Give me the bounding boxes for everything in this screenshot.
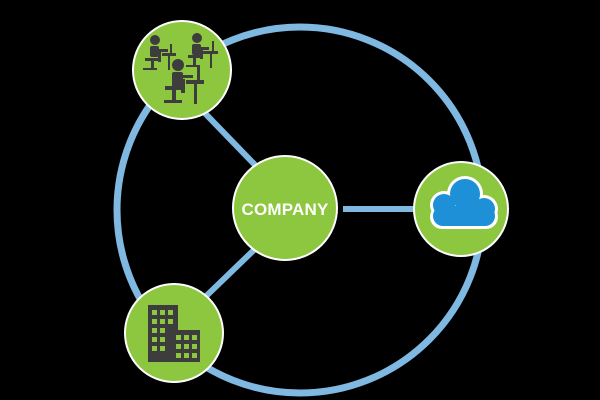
connector-workers bbox=[193, 101, 261, 171]
workers-node bbox=[132, 20, 232, 120]
buildings-node bbox=[124, 283, 224, 383]
center-label: COMPANY bbox=[241, 200, 328, 219]
cloud-icon bbox=[430, 176, 498, 229]
connector-buildings bbox=[197, 245, 259, 305]
office-workers-icon bbox=[143, 33, 218, 104]
office-building-icon bbox=[148, 305, 200, 362]
cloud-node bbox=[413, 161, 509, 257]
center-node: COMPANY bbox=[232, 155, 338, 261]
